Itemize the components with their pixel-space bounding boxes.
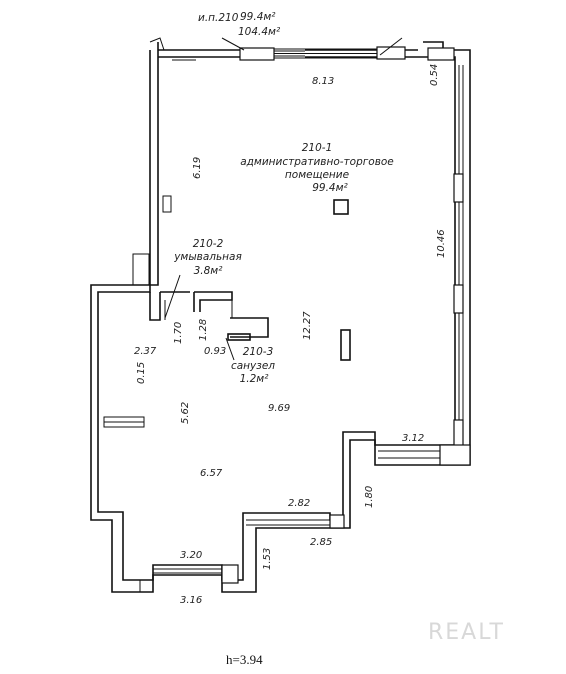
dim-0-15: 0.15 <box>136 362 147 384</box>
dim-9-69: 9.69 <box>268 403 290 414</box>
room-210-2-name: умывальная <box>173 251 242 263</box>
window-top-right <box>376 46 406 60</box>
corner-pillar <box>427 47 455 61</box>
area-1-label: 99.4м² <box>240 11 276 23</box>
bottom-windows <box>139 514 345 593</box>
window-right-2 <box>453 284 464 314</box>
unit-name-label: и.п.210 <box>198 12 239 24</box>
room-210-3-area: 1.2м² <box>240 373 270 385</box>
dim-0-93: 0.93 <box>204 346 226 357</box>
dim-5-62: 5.62 <box>180 402 191 424</box>
dim-6-19: 6.19 <box>192 157 203 179</box>
dim-1-53: 1.53 <box>262 548 273 570</box>
window-top-left <box>239 47 275 61</box>
top-windows <box>221 37 406 61</box>
room-210-1-name: административно-торговое <box>240 156 394 168</box>
outer-walls <box>90 37 471 593</box>
left-wall-details <box>103 195 172 428</box>
room-210-3-id: 210-3 <box>243 346 274 358</box>
column-pillar-2 <box>340 329 351 361</box>
area-2-label: 104.4м² <box>238 26 281 38</box>
ceiling-height-note: h=3.94 <box>226 652 263 667</box>
dim-0-54: 0.54 <box>429 64 440 86</box>
lower-right-step <box>378 444 471 466</box>
dim-1-28: 1.28 <box>198 319 209 341</box>
watermark-logo: REALT <box>428 620 505 645</box>
dim-10-46: 10.46 <box>436 229 447 258</box>
bathroom-partitions <box>149 291 269 341</box>
room-210-2-area: 3.8м² <box>194 265 224 277</box>
dim-3-12: 3.12 <box>402 433 424 444</box>
room-210-1-id: 210-1 <box>302 142 333 154</box>
room-210-1-area: 99.4м² <box>312 182 348 194</box>
dim-12-27: 12.27 <box>302 311 313 340</box>
room-210-3-name: санузел <box>231 360 275 372</box>
dim-2-82: 2.82 <box>288 498 310 509</box>
dim-3-20: 3.20 <box>180 550 202 561</box>
dim-2-37: 2.37 <box>134 346 157 357</box>
room-210-2-id: 210-2 <box>193 238 224 250</box>
dim-2-85: 2.85 <box>310 537 332 548</box>
dim-1-70: 1.70 <box>173 322 184 344</box>
dim-8-13: 8.13 <box>312 76 334 87</box>
dim-1-80: 1.80 <box>364 486 375 508</box>
right-wall-windows <box>453 65 464 449</box>
column-pillar <box>333 199 349 215</box>
room-210-1-name2: помещение <box>285 169 349 181</box>
dim-3-16: 3.16 <box>180 595 202 606</box>
dim-6-57: 6.57 <box>200 468 223 479</box>
window-right-1 <box>453 173 464 203</box>
window-right-3 <box>453 419 464 449</box>
